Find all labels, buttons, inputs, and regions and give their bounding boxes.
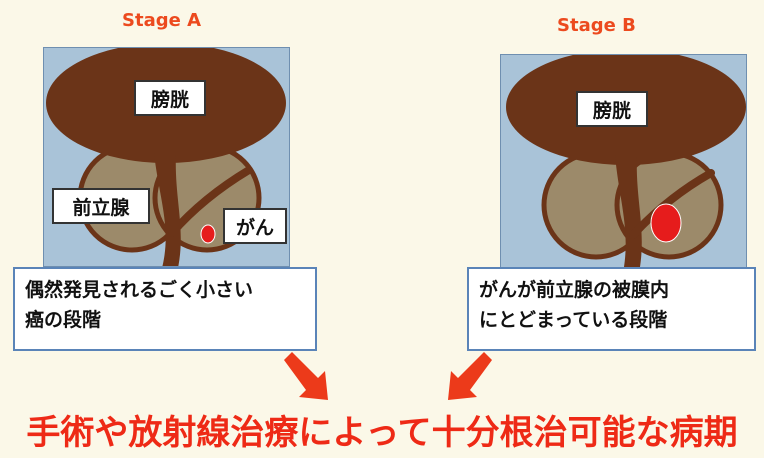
stage-b-bladder-label: 膀胱: [576, 91, 648, 127]
stage-a-bladder-label: 膀胱: [134, 80, 206, 116]
stage-b-caption-line-2: にとどまっている段階: [479, 309, 668, 331]
seminal-duct: [629, 169, 715, 239]
conclusion-text: 手術や放射線治療によって十分根治可能な病期: [26, 413, 738, 453]
tumor-small: [200, 224, 216, 244]
stage-b-caption: がんが前立腺の被膜内 にとどまっている段階: [467, 267, 756, 351]
arrow-down-left-icon: [448, 352, 492, 400]
arrow-down-right-icon: [284, 352, 328, 400]
stage-a-caption-line-1: 偶然発見されるごく小さい: [25, 279, 254, 301]
stage-b-panel: [500, 54, 747, 270]
stage-a-caption: 偶然発見されるごく小さい 癌の段階: [13, 267, 317, 351]
stage-a-cancer-label: がん: [223, 208, 287, 244]
urethra: [154, 153, 181, 266]
stage-a-prostate-label: 前立腺: [52, 188, 150, 224]
stage-b-caption-line-1: がんが前立腺の被膜内: [479, 279, 670, 301]
stage-a-caption-line-2: 癌の段階: [25, 309, 102, 331]
stage-a-title: Stage A: [122, 10, 202, 31]
seminal-duct: [168, 166, 253, 237]
stage-b-title: Stage B: [557, 15, 636, 36]
urethra: [615, 155, 642, 269]
tumor-medium: [650, 203, 682, 243]
stage-b-anatomy-illustration: [506, 55, 746, 269]
